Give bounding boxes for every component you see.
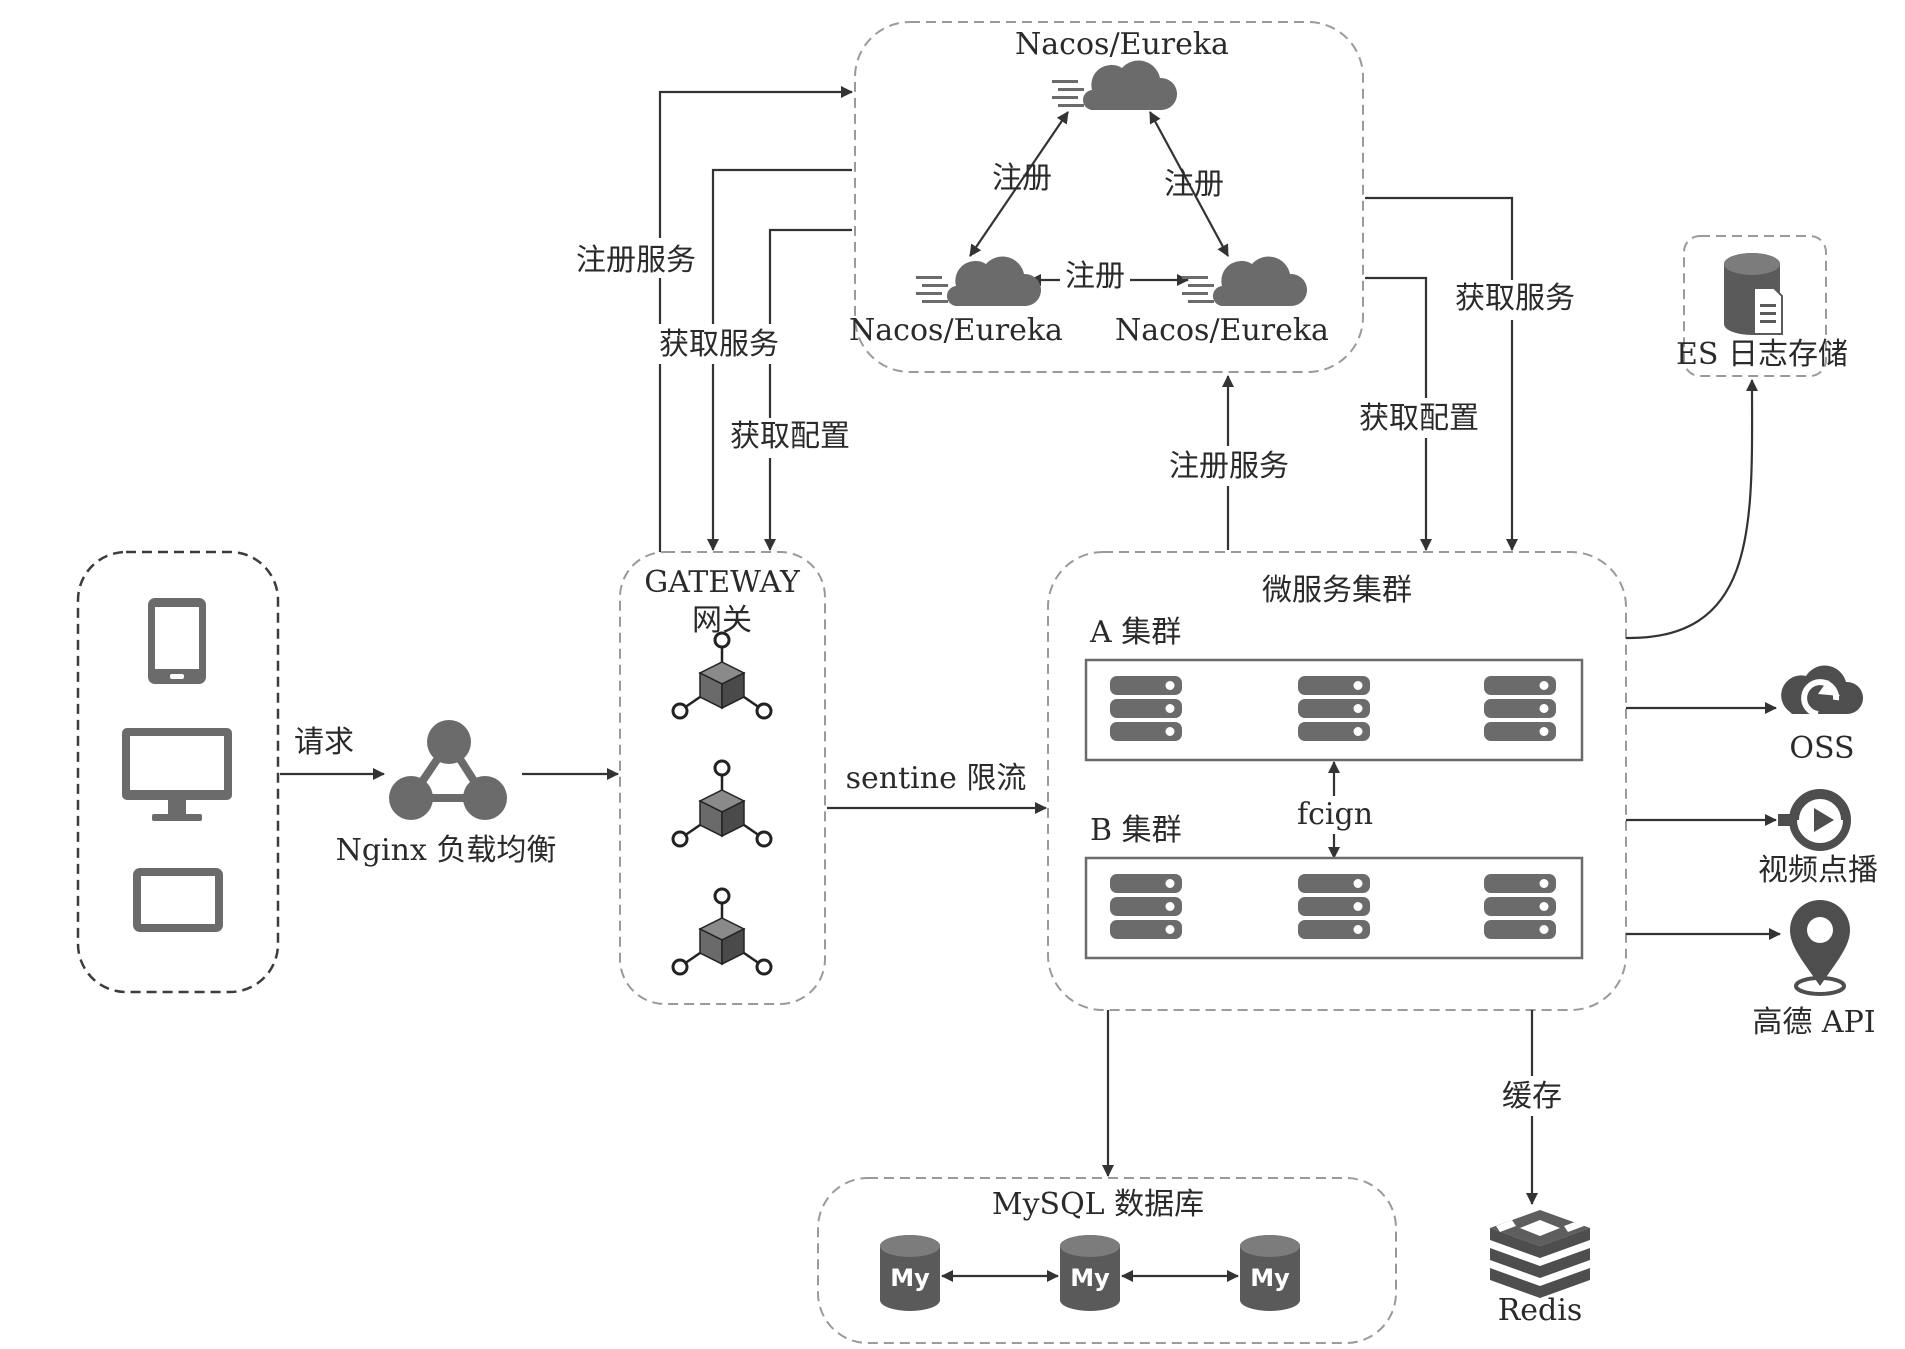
edge-ms-get-config: [1365, 276, 1432, 551]
microservice-title: 微服务集群: [1262, 573, 1412, 608]
mysql-icon: My: [1060, 1235, 1120, 1311]
server-icon: [1110, 676, 1182, 741]
registry-top-label: Nacos/Eureka: [1015, 27, 1229, 62]
gateway-container: [619, 551, 826, 1005]
es-icon: [1724, 253, 1783, 335]
oss-icon: [1781, 665, 1864, 717]
cube-icon: [671, 887, 773, 976]
video-icon: [1778, 789, 1851, 851]
mysql-container: [817, 1177, 1397, 1344]
microservice-container: [1047, 551, 1627, 1011]
edge-gw-get-service: [707, 168, 852, 551]
client-group: [76, 550, 280, 994]
registry-cluster: [854, 21, 1364, 373]
amap-label: 高德 API: [1752, 1005, 1875, 1040]
cube-icon: [671, 759, 773, 848]
feign-label: fcign: [1297, 797, 1373, 832]
server-icon: [1298, 874, 1370, 939]
tablet-icon: [148, 598, 206, 684]
reg-right-label: 注册: [1164, 167, 1224, 202]
edge-es: [1625, 379, 1759, 640]
server-icon: [1298, 676, 1370, 741]
sentinel-label: sentine 限流: [846, 761, 1027, 796]
reg-left-label: 注册: [992, 161, 1052, 196]
cloud-icon: [916, 256, 1042, 307]
es-container: [1683, 235, 1827, 377]
cube-icon: [671, 631, 773, 720]
gw-register-label: 注册服务: [576, 243, 696, 278]
cache-label: 缓存: [1502, 1079, 1562, 1114]
cluster-a-label: A 集群: [1089, 615, 1181, 650]
ms-register-label: 注册服务: [1169, 449, 1289, 484]
redis-label: Redis: [1498, 1293, 1583, 1328]
monitor-icon: [122, 728, 232, 821]
server-icon: [1484, 676, 1556, 741]
ms-get-service-label: 获取服务: [1455, 281, 1575, 316]
request-label: 请求: [294, 725, 354, 760]
cloud-icon: [1052, 60, 1178, 111]
redis-icon: [1490, 1210, 1590, 1298]
es-label: ES 日志存储: [1676, 337, 1848, 372]
cluster-b-label: B 集群: [1090, 813, 1182, 848]
nginx-icon: [389, 720, 507, 820]
svg-text:My: My: [890, 1264, 930, 1292]
registry-left-label: Nacos/Eureka: [849, 313, 1063, 348]
edge-gw-register: [658, 86, 853, 552]
nginx-label: Nginx 负载均衡: [336, 833, 557, 868]
mysql-icon: My: [1240, 1235, 1300, 1311]
server-icon: [1484, 874, 1556, 939]
cloud-icon: [1182, 256, 1308, 307]
svg-text:My: My: [1070, 1264, 1110, 1292]
gateway-title: GATEWAY: [644, 565, 801, 600]
edge-reg-left: [969, 111, 1069, 257]
server-icon: [1110, 874, 1182, 939]
video-label: 视频点播: [1758, 853, 1878, 888]
reg-bottom-label: 注册: [1065, 259, 1125, 294]
map-pin-icon: [1790, 900, 1850, 996]
mysql-title: MySQL 数据库: [992, 1187, 1204, 1222]
svg-text:My: My: [1250, 1264, 1290, 1292]
gw-get-config-label: 获取配置: [730, 419, 850, 454]
mysql-icon: My: [880, 1235, 940, 1311]
edge-ms-get-service: [1365, 196, 1518, 551]
laptop-icon: [133, 868, 223, 932]
registry-right-label: Nacos/Eureka: [1115, 313, 1329, 348]
gw-get-service-label: 获取服务: [659, 327, 779, 362]
edge-gw-get-config: [764, 228, 852, 551]
oss-label: OSS: [1789, 731, 1854, 766]
edge-reg-right: [1149, 111, 1229, 257]
ms-get-config-label: 获取配置: [1359, 401, 1479, 436]
